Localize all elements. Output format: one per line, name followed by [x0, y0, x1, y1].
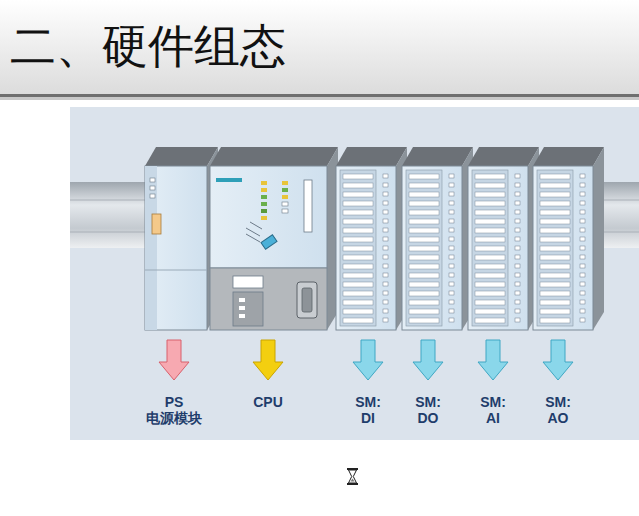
hourglass-cursor [347, 468, 358, 485]
cpu-module [210, 147, 338, 330]
signal-modules [336, 147, 604, 330]
pointer-arrows [159, 340, 573, 380]
illustration-panel [70, 107, 639, 440]
status-leds [261, 181, 288, 220]
slide-title: 二、硬件组态 [10, 18, 286, 74]
module-label: SM: DI [355, 394, 381, 426]
header-bar [0, 0, 639, 94]
header-rule [0, 94, 639, 97]
signal-module [402, 147, 473, 330]
module-label: SM: AI [480, 394, 506, 426]
memory-card-symbol [246, 222, 277, 249]
header-shadow [0, 97, 639, 100]
module-label: CPU [253, 394, 283, 410]
module-label: SM: DO [415, 394, 441, 426]
module-label: SM: AO [545, 394, 571, 426]
signal-module [468, 147, 539, 330]
signal-module [533, 147, 604, 330]
signal-module [336, 147, 407, 330]
module-label: PS 电源模块 [146, 394, 202, 426]
power-supply-module [145, 147, 218, 330]
